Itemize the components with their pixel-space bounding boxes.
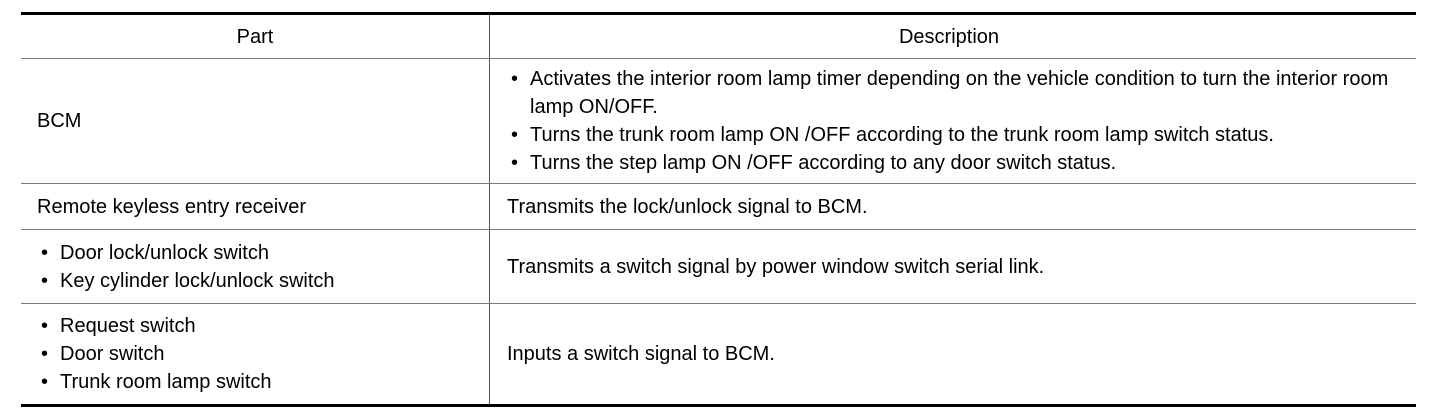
table-row: Request switch Door switch Trunk room la… [21, 304, 1416, 404]
part-label: Remote keyless entry receiver [37, 195, 306, 218]
description-text: Transmits the lock/unlock signal to BCM. [507, 195, 868, 218]
list-item: Door switch [37, 340, 272, 368]
table-header-row: Part Description [21, 15, 1416, 59]
description-text: Transmits a switch signal by power windo… [507, 255, 1045, 278]
list-item: Request switch [37, 312, 272, 340]
description-list: Activates the interior room lamp timer d… [507, 65, 1408, 177]
part-list: Door lock/unlock switch Key cylinder loc… [37, 239, 335, 295]
part-cell: Door lock/unlock switch Key cylinder loc… [21, 230, 490, 303]
parts-description-table: Part Description BCM Activates the inter… [21, 12, 1416, 407]
part-list: Request switch Door switch Trunk room la… [37, 312, 272, 396]
list-item: Door lock/unlock switch [37, 239, 335, 267]
part-label: BCM [37, 110, 82, 132]
header-part: Part [21, 15, 490, 58]
description-cell: Transmits the lock/unlock signal to BCM. [490, 184, 1416, 229]
part-cell: Remote keyless entry receiver [21, 184, 490, 229]
list-item: Key cylinder lock/unlock switch [37, 267, 335, 295]
part-cell: BCM [21, 59, 490, 183]
list-item: Turns the trunk room lamp ON /OFF accord… [507, 121, 1408, 149]
header-description: Description [898, 25, 1000, 48]
list-item: Trunk room lamp switch [37, 368, 272, 396]
description-text: Inputs a switch signal to BCM. [507, 343, 775, 365]
description-cell: Transmits a switch signal by power windo… [490, 230, 1416, 303]
list-item: Activates the interior room lamp timer d… [507, 65, 1408, 121]
table-row: BCM Activates the interior room lamp tim… [21, 59, 1416, 184]
description-cell: Activates the interior room lamp timer d… [490, 59, 1416, 183]
description-cell: Inputs a switch signal to BCM. [490, 304, 1416, 404]
part-cell: Request switch Door switch Trunk room la… [21, 304, 490, 404]
table-row: Remote keyless entry receiver Transmits … [21, 184, 1416, 230]
list-item: Turns the step lamp ON /OFF according to… [507, 149, 1408, 177]
table-row: Door lock/unlock switch Key cylinder loc… [21, 230, 1416, 304]
